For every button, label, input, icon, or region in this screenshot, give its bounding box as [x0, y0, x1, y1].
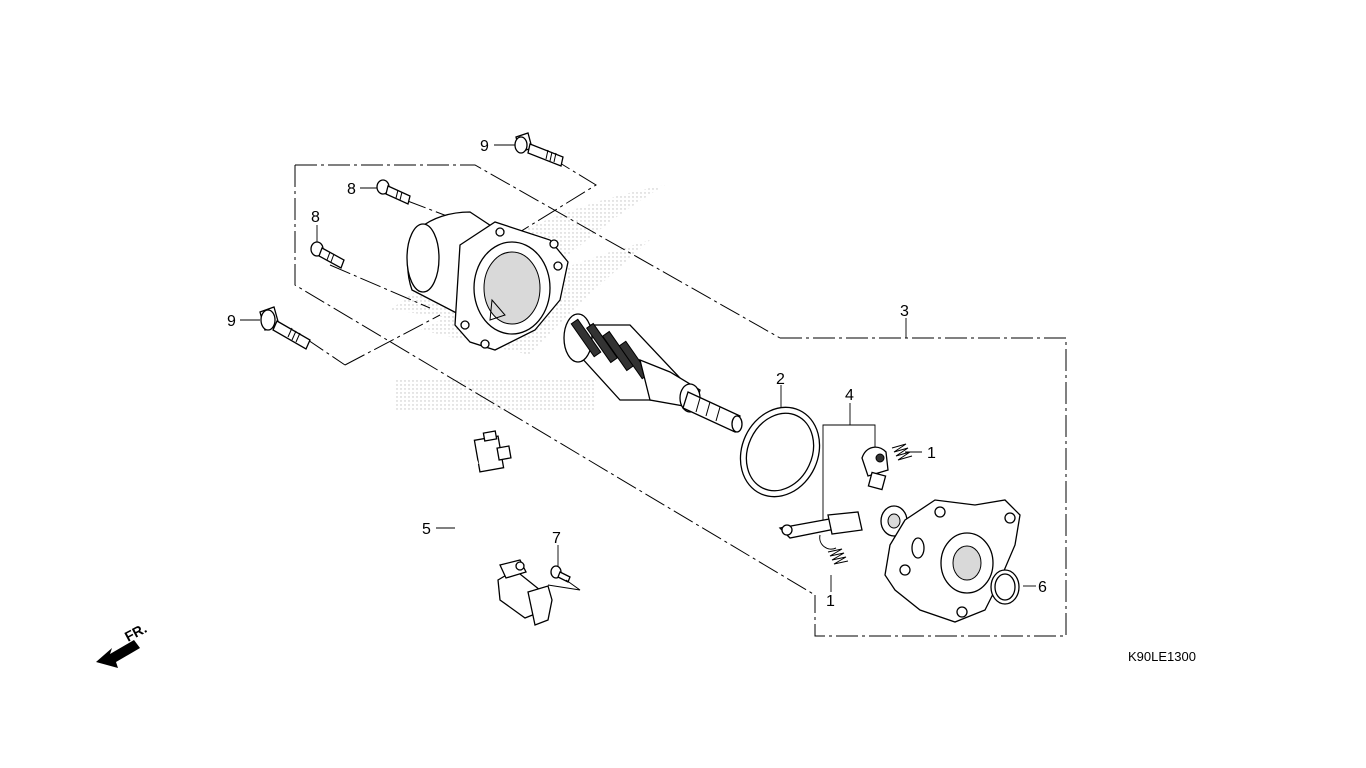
spring-1-upper [891, 443, 913, 461]
leader-lines [240, 144, 1036, 592]
callout-2: 2 [776, 371, 785, 388]
callout-8-lower: 8 [311, 209, 320, 226]
callout-1-lower: 1 [826, 593, 835, 610]
callout-6: 6 [1038, 579, 1047, 596]
assembly-outline-left [294, 159, 816, 596]
front-direction-arrow-icon: FR. [96, 620, 149, 668]
motor-yoke-housing [406, 211, 569, 351]
cable-assembly-5 [455, 430, 553, 626]
bolt-9-top [514, 132, 564, 167]
callout-9-top: 9 [480, 138, 489, 155]
callout-3: 3 [900, 303, 909, 320]
callout-5: 5 [422, 521, 431, 538]
brush-lower [778, 511, 863, 550]
diagram-code: K90LE1300 [1128, 649, 1196, 664]
o-ring-6 [990, 569, 1020, 605]
spring-1-lower [827, 548, 849, 565]
callout-8-upper: 8 [347, 181, 356, 198]
callout-4: 4 [845, 387, 854, 404]
o-ring-2 [739, 406, 821, 498]
callout-1-upper: 1 [927, 445, 936, 462]
screw-7 [547, 565, 581, 591]
brush-upper [861, 446, 889, 491]
callout-9-left: 9 [227, 313, 236, 330]
direction-label: FR. [122, 620, 149, 645]
bolt-9-left [259, 306, 311, 350]
bolt-8-lower [310, 241, 345, 269]
bolt-8-upper [376, 179, 411, 205]
callout-7: 7 [552, 530, 561, 547]
rear-cover [884, 499, 1021, 623]
callout-labels: 9 8 8 9 3 2 4 1 1 5 7 6 [227, 138, 1047, 610]
armature [563, 313, 743, 433]
